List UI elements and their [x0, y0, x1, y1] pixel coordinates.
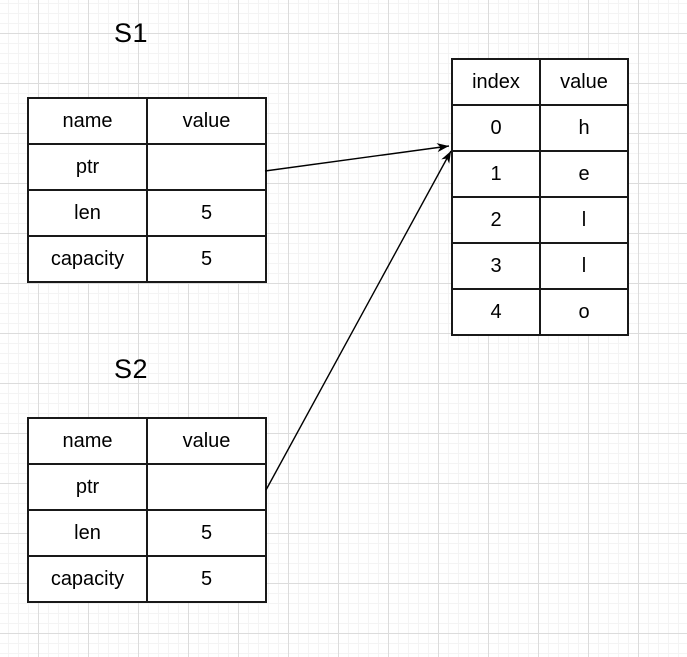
heap-cell-3-value: l	[539, 242, 629, 290]
s1-struct-table: name value ptr len 5 capacity 5	[27, 97, 267, 283]
heap-header-index: index	[451, 58, 541, 106]
s2-cell-ptr-value	[146, 463, 267, 511]
heap-cell-0-value: h	[539, 104, 629, 152]
s1-row-capacity: capacity 5	[27, 235, 267, 283]
s2-cell-len-name: len	[27, 509, 148, 557]
heap-header-value: value	[539, 58, 629, 106]
s1-cell-ptr-name: ptr	[27, 143, 148, 191]
s1-header-row: name value	[27, 97, 267, 145]
heap-cell-1-index: 1	[451, 150, 541, 198]
s2-row-ptr: ptr	[27, 463, 267, 511]
s2-row-capacity: capacity 5	[27, 555, 267, 603]
s1-cell-capacity-value: 5	[146, 235, 267, 283]
s2-row-len: len 5	[27, 509, 267, 557]
s2-ptr-arrow	[265, 150, 452, 491]
heap-row-1: 1 e	[451, 150, 629, 198]
heap-cell-0-index: 0	[451, 104, 541, 152]
heap-cell-3-index: 3	[451, 242, 541, 290]
s1-cell-len-value: 5	[146, 189, 267, 237]
s1-ptr-arrow	[264, 143, 450, 172]
s1-title: S1	[114, 18, 149, 48]
s2-cell-len-value: 5	[146, 509, 267, 557]
s1-cell-ptr-value	[146, 143, 267, 191]
s1-header-value: value	[146, 97, 267, 145]
heap-header-row: index value	[451, 58, 629, 106]
heap-row-0: 0 h	[451, 104, 629, 152]
s1-row-ptr: ptr	[27, 143, 267, 191]
heap-row-3: 3 l	[451, 242, 629, 290]
s1-header-name: name	[27, 97, 148, 145]
s2-cell-capacity-value: 5	[146, 555, 267, 603]
s1-cell-capacity-name: capacity	[27, 235, 148, 283]
heap-string-table: index value 0 h 1 e 2 l 3 l 4 o	[451, 58, 629, 336]
s2-cell-capacity-name: capacity	[27, 555, 148, 603]
heap-cell-1-value: e	[539, 150, 629, 198]
s2-header-value: value	[146, 417, 267, 465]
heap-cell-2-value: l	[539, 196, 629, 244]
s1-cell-len-name: len	[27, 189, 148, 237]
s2-cell-ptr-name: ptr	[27, 463, 148, 511]
s2-struct-table: name value ptr len 5 capacity 5	[27, 417, 267, 603]
heap-cell-4-index: 4	[451, 288, 541, 336]
s2-title: S2	[114, 354, 149, 384]
heap-row-2: 2 l	[451, 196, 629, 244]
heap-cell-2-index: 2	[451, 196, 541, 244]
s2-header-row: name value	[27, 417, 267, 465]
s2-header-name: name	[27, 417, 148, 465]
s1-row-len: len 5	[27, 189, 267, 237]
heap-cell-4-value: o	[539, 288, 629, 336]
heap-row-4: 4 o	[451, 288, 629, 336]
